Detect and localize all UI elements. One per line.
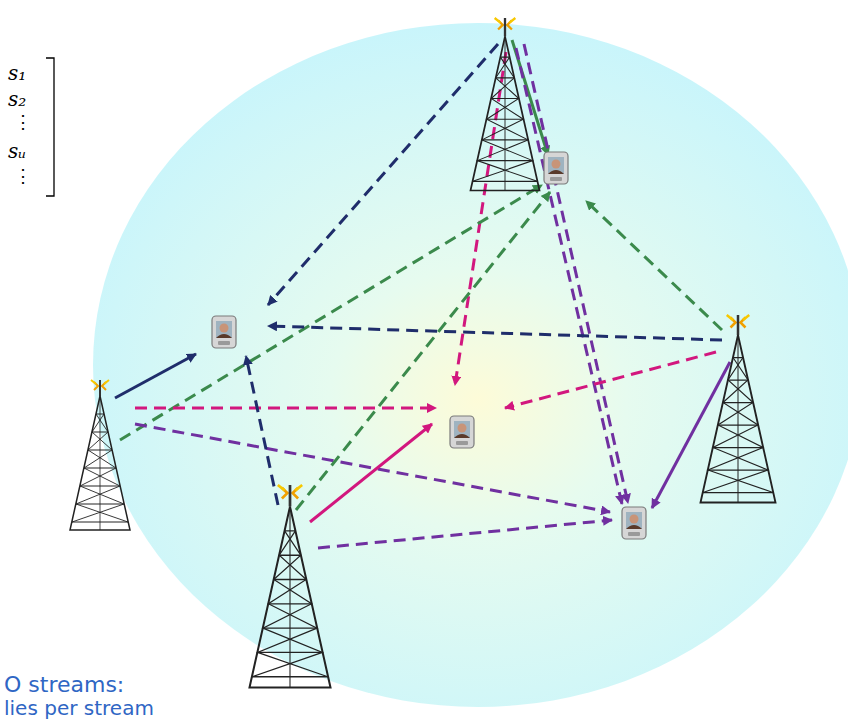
- tower-left: [70, 380, 130, 530]
- tower-bottom: [250, 485, 331, 688]
- vector-bracket: [46, 58, 54, 196]
- bullet-text: O streams:: [4, 673, 124, 697]
- tower-right: [701, 315, 776, 503]
- phone-right: [622, 507, 646, 539]
- phone-center: [450, 416, 474, 448]
- vector-entry: sᵤ: [8, 140, 26, 162]
- phone-top: [544, 152, 568, 184]
- coverage-area: [93, 23, 848, 707]
- vector-entry: s₂: [8, 88, 26, 110]
- vector-entry: s₁: [8, 62, 26, 84]
- vector-dots: ⋮: [14, 112, 32, 132]
- vector-dots: ⋮: [14, 166, 32, 186]
- tower-top: [471, 18, 540, 191]
- bullet-text: lies per stream: [4, 697, 154, 719]
- phone-left: [212, 316, 236, 348]
